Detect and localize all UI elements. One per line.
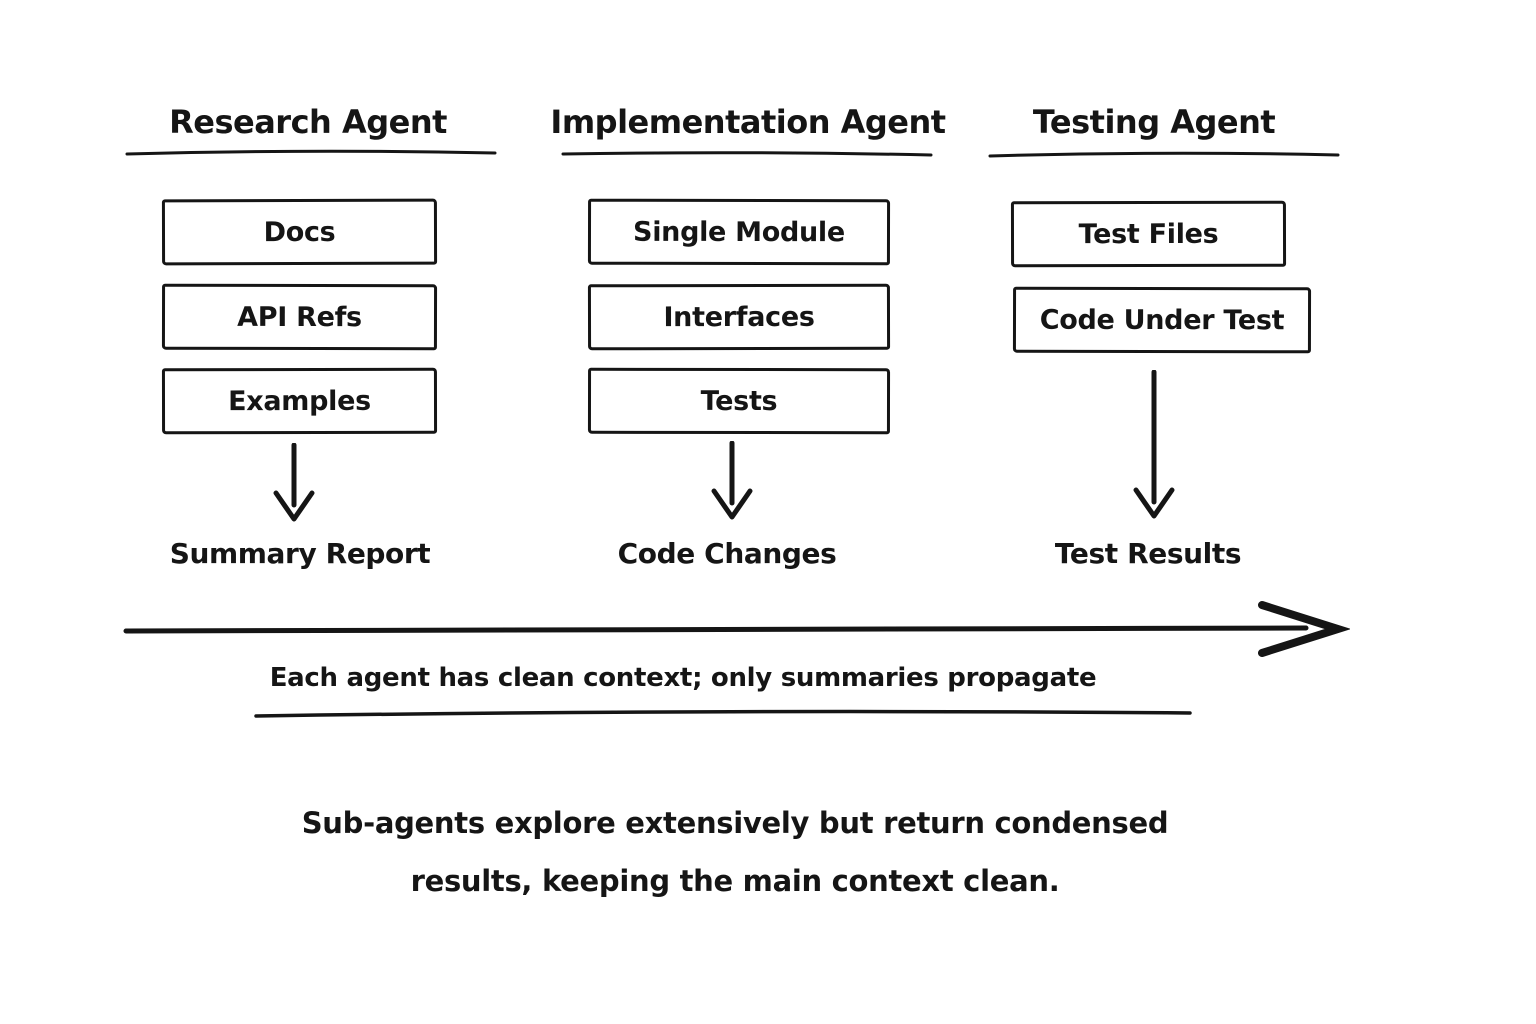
context-box-code-under-test: Code Under Test [1012, 286, 1312, 354]
footer-text-line1: Sub-agents explore extensively but retur… [301, 806, 1169, 840]
down-arrow-icon [273, 443, 315, 522]
context-box-docs: Docs [161, 198, 438, 266]
context-box-interfaces: Interfaces [587, 283, 891, 351]
box-label: Docs [263, 216, 336, 248]
box-label: Single Module [633, 216, 845, 248]
context-box-test-files: Test Files [1010, 200, 1287, 268]
output-label-summary-report: Summary Report [169, 537, 431, 570]
title-underline [125, 149, 497, 156]
output-label-code-changes: Code Changes [617, 537, 837, 570]
context-box-api-refs: API Refs [161, 283, 438, 351]
down-arrow-icon [711, 441, 753, 520]
box-label: API Refs [237, 301, 362, 333]
title-underline [561, 151, 933, 157]
output-label-test-results: Test Results [1054, 537, 1242, 570]
down-arrow-icon [1133, 370, 1175, 519]
caption-underline [254, 709, 1192, 718]
column-title-research-agent: Research Agent [169, 103, 447, 141]
timeline-caption: Each agent has clean context; only summa… [269, 663, 1097, 693]
box-label: Tests [700, 385, 778, 417]
context-box-examples: Examples [161, 367, 438, 435]
box-label: Code Under Test [1039, 304, 1285, 336]
context-box-tests: Tests [587, 367, 891, 435]
box-label: Examples [228, 385, 371, 417]
timeline-arrow-icon [123, 601, 1350, 657]
column-title-implementation-agent: Implementation Agent [550, 103, 946, 141]
footer-text-line2: results, keeping the main context clean. [410, 864, 1060, 898]
context-box-single-module: Single Module [587, 198, 891, 266]
box-label: Interfaces [663, 301, 815, 333]
column-title-testing-agent: Testing Agent [1032, 103, 1276, 141]
box-label: Test Files [1078, 218, 1219, 250]
title-underline [988, 151, 1340, 158]
